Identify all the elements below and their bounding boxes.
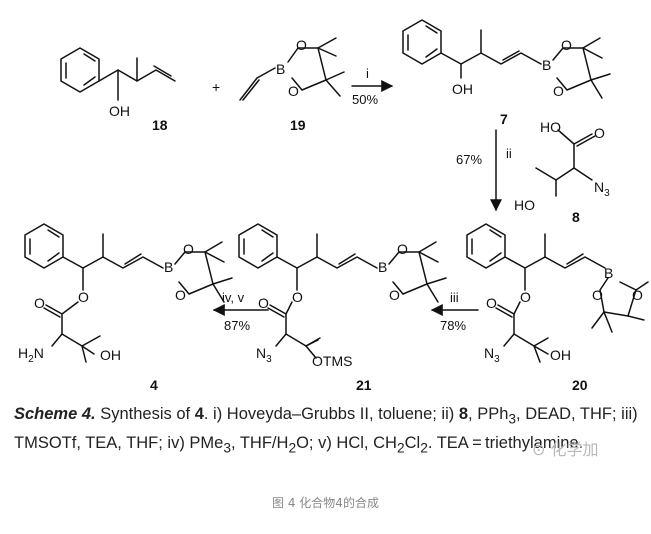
plus-sign: +	[212, 79, 220, 95]
hydroxyl-label-4: OH	[100, 347, 121, 363]
boron-label-7: B	[542, 57, 551, 73]
step-ii-yield: 67%	[456, 152, 482, 167]
otms-label-21: OTMS	[312, 353, 352, 369]
step-ii-reagent: ii	[506, 146, 512, 161]
compound-7-structure	[402, 19, 611, 99]
compound-21-structure	[238, 223, 447, 359]
ester-oxygen-20: O	[520, 289, 531, 305]
boron-label-4: B	[164, 259, 173, 275]
compound-number-21: 21	[356, 377, 372, 393]
oxygen-label-8: O	[594, 125, 605, 141]
figure-footnote: 图 4 化合物4的合成	[272, 496, 379, 510]
ester-oxygen-4: O	[78, 289, 89, 305]
compound-number-20: 20	[572, 377, 588, 393]
caption-text: , PPh	[468, 405, 509, 423]
boron-label-21: B	[378, 259, 387, 275]
oxygen-label-19a: O	[296, 37, 307, 53]
oxygen-label-4b: O	[175, 287, 186, 303]
oxygen-label-20b: O	[632, 287, 643, 303]
hydroxyl-label-20: OH	[550, 347, 571, 363]
caption-text: . TEA = triethylamine.	[427, 434, 584, 453]
compound-4-structure	[24, 223, 233, 363]
caption-text: , THF/H	[230, 434, 289, 453]
hydroxyl-label-7: OH	[452, 81, 473, 97]
step-iv-v-yield: 87%	[224, 318, 250, 333]
caption-text: , DEAD, THF; iii) TMSOTf, TEA, THF; iv) …	[14, 405, 638, 453]
watermark: ⊙ 化学加	[532, 440, 599, 459]
compound-18-structure	[60, 47, 176, 101]
synthesis-scheme: OH 18 + B O O 19 i 50% OH B O O 7 67% ii	[18, 19, 649, 393]
caption-text: . i) Hoveyda–Grubbs II, toluene; ii)	[203, 405, 459, 423]
step-i-yield: 50%	[352, 92, 378, 107]
compound-20-structure	[466, 223, 649, 363]
compound-number-8: 8	[572, 209, 580, 225]
step-iv-v-reagent: iv, v	[222, 290, 245, 305]
caption-text: Synthesis of	[95, 405, 195, 423]
caption-subscript: 3	[508, 411, 517, 427]
oxygen-label-21b: O	[389, 287, 400, 303]
compound-number-4: 4	[150, 377, 158, 393]
step-iii-reagent: iii	[450, 290, 459, 305]
oxygen-label-7b: O	[553, 83, 564, 99]
carbonyl-oxygen-20: O	[486, 295, 497, 311]
caption-subscript: 2	[396, 440, 405, 456]
boron-label-20: B	[604, 265, 613, 281]
amine-label-4: H2N	[18, 345, 44, 365]
hydroxyl-label-8-acid: HO	[540, 119, 561, 135]
oxygen-label-4a: O	[183, 241, 194, 257]
oxygen-label-19b: O	[288, 83, 299, 99]
oxygen-label-20a: O	[592, 287, 603, 303]
compound-8-structure	[535, 129, 596, 197]
carbonyl-oxygen-4: O	[34, 295, 45, 311]
ester-oxygen-21: O	[292, 289, 303, 305]
azide-label-8: N3	[594, 179, 610, 199]
hydroxyl-label: OH	[109, 103, 130, 119]
scheme-caption: Scheme 4. Synthesis of 4. i) Hoveyda–Gru…	[14, 402, 639, 461]
boron-label-19: B	[276, 61, 285, 77]
caption-subscript: 3	[223, 440, 231, 456]
caption-compound-ref: 4	[194, 405, 204, 423]
compound-number-7: 7	[500, 111, 508, 127]
azide-label-20: N3	[484, 345, 500, 365]
caption-text: O; v) HCl, CH	[296, 434, 397, 453]
caption-lead: Scheme 4.	[14, 405, 96, 423]
compound-19-structure	[239, 37, 345, 101]
oxygen-label-21a: O	[397, 241, 408, 257]
compound-number-19: 19	[290, 117, 306, 133]
hydroxyl-label-8: HO	[514, 197, 535, 213]
caption-subscript: 2	[288, 440, 297, 456]
azide-label-21: N3	[256, 345, 272, 365]
step-iii-yield: 78%	[440, 318, 466, 333]
compound-number-18: 18	[152, 117, 168, 133]
step-i-reagent: i	[366, 66, 369, 81]
oxygen-label-7a: O	[561, 37, 572, 53]
caption-subscript: 2	[420, 440, 428, 456]
carbonyl-oxygen-21: O	[258, 295, 269, 311]
caption-text: Cl	[404, 434, 421, 453]
caption-compound-ref: 8	[458, 405, 469, 423]
